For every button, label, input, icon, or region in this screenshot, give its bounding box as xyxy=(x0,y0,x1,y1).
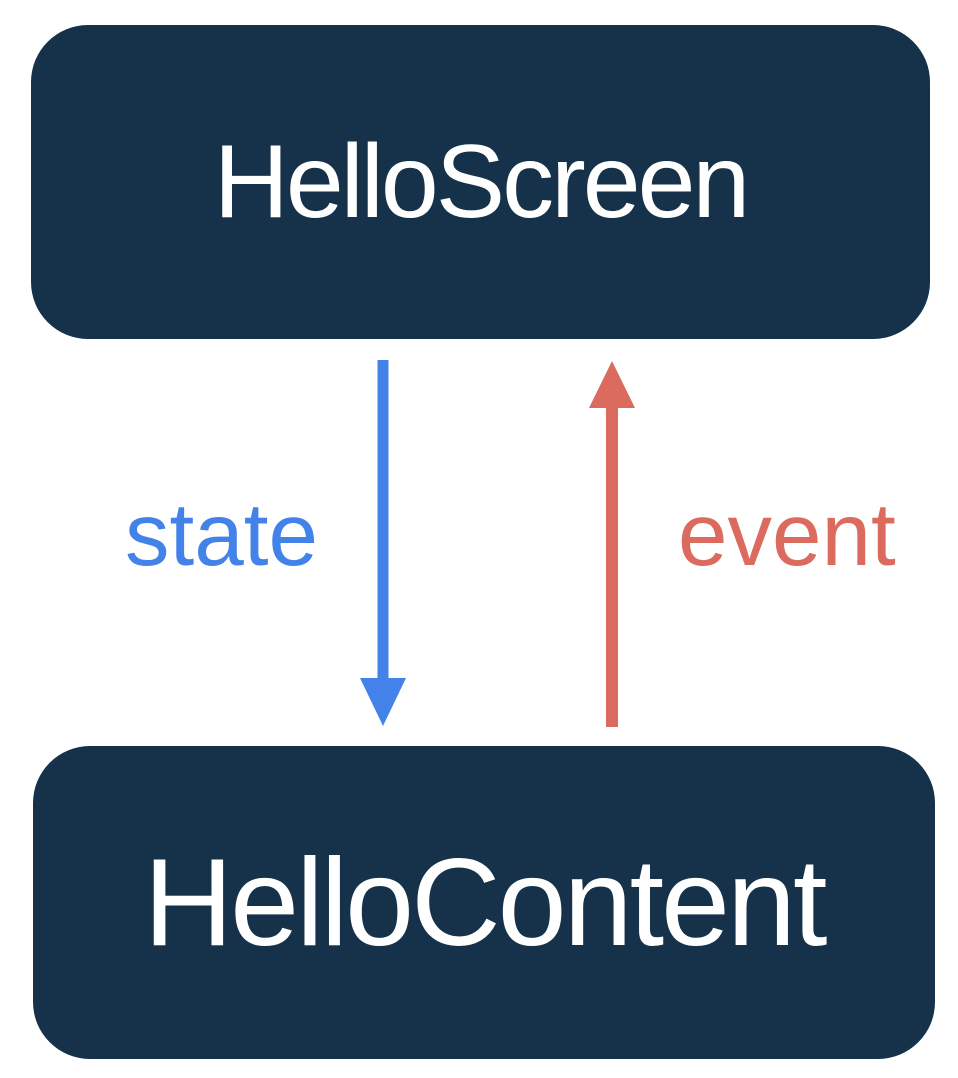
hello-screen-box: HelloScreen xyxy=(31,25,930,339)
event-edge-label: event xyxy=(678,484,896,584)
event-arrowhead-up-icon xyxy=(589,361,635,408)
hello-screen-label: HelloScreen xyxy=(213,123,751,240)
state-arrowhead-down-icon xyxy=(360,678,406,726)
state-arrow-icon xyxy=(360,360,406,726)
event-arrow-icon xyxy=(589,361,635,727)
hello-content-box: HelloContent xyxy=(33,746,935,1059)
state-edge-label: state xyxy=(125,484,318,584)
hello-content-label: HelloContent xyxy=(143,833,828,972)
